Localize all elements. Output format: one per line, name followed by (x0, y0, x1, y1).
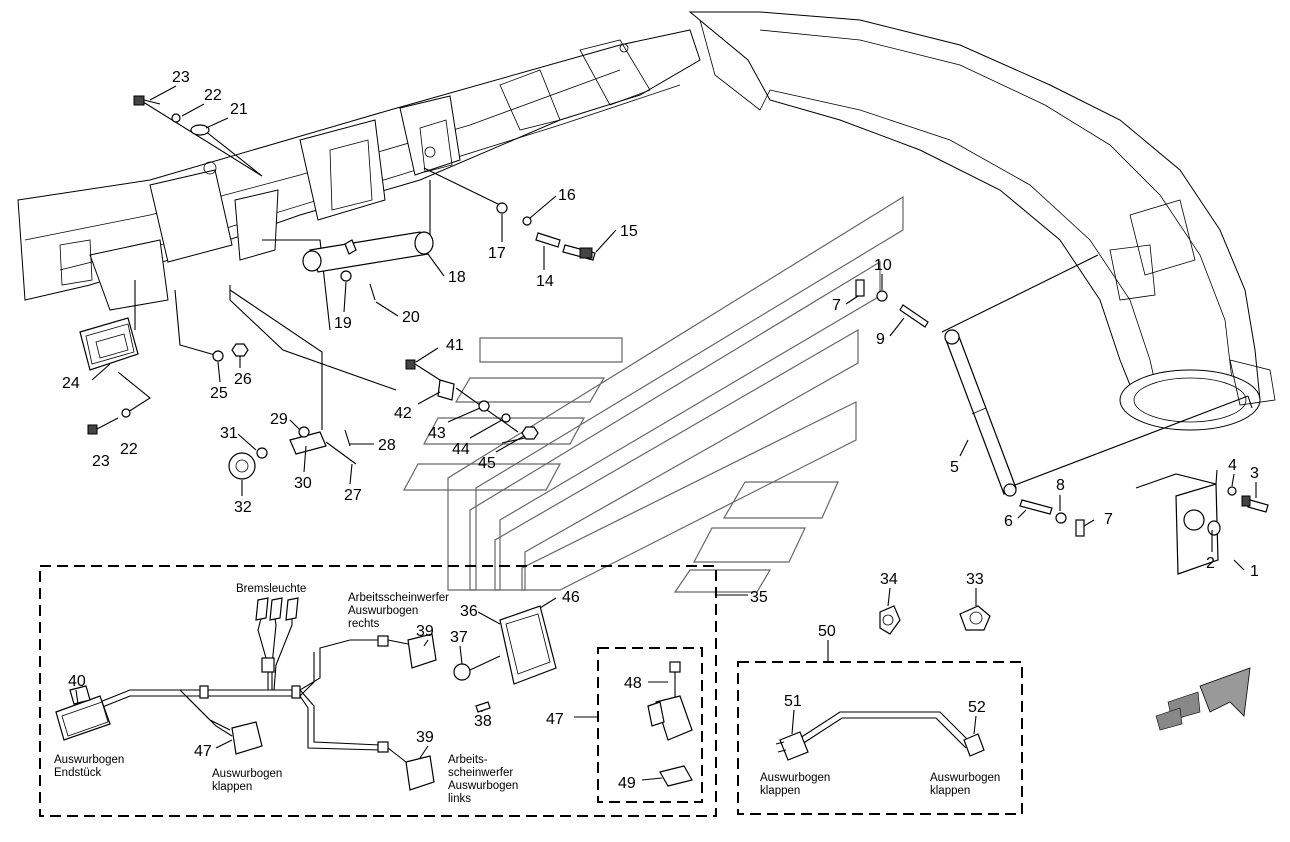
clamp-34 (879, 605, 901, 635)
callout-46: 46 (562, 589, 580, 606)
wiring-harness (55, 597, 437, 791)
callout-34: 34 (880, 571, 898, 588)
callout-42: 42 (394, 405, 412, 422)
callout-47b: 47 (546, 711, 564, 728)
label-bremsleuchte: Bremsleuchte (236, 583, 306, 595)
label-arbeit-rechts-1: Arbeitsscheinwerfer (348, 592, 449, 604)
label-klappen-51-2: klappen (760, 785, 800, 797)
label-arbeit-rechts-3: rechts (348, 618, 380, 630)
callout-2: 2 (1206, 555, 1215, 572)
label-arbeit-rechts-2: Auswurbogen (348, 605, 418, 617)
group-box-47 (597, 647, 703, 803)
callout-35: 35 (750, 589, 768, 606)
callout-29: 29 (270, 411, 288, 428)
callout-23b: 23 (92, 453, 110, 470)
callout-19: 19 (334, 315, 352, 332)
label-klappen-harness-1: Auswurbogen (212, 768, 282, 780)
chute-bow (688, 11, 1276, 431)
connector-47 (647, 661, 693, 787)
direction-arrow (1155, 667, 1251, 731)
callout-50: 50 (818, 623, 836, 640)
callout-numbers: 1 2 3 4 5 6 7 7 8 9 10 14 15 16 17 18 19… (62, 69, 1259, 792)
nut-25-26 (212, 343, 249, 362)
callout-39a: 39 (416, 623, 434, 640)
callout-49: 49 (618, 775, 636, 792)
callout-7a: 7 (832, 297, 841, 314)
text-labels: Bremsleuchte Arbeitsscheinwerfer Auswurb… (54, 583, 1000, 805)
callout-31: 31 (220, 425, 238, 442)
callout-38: 38 (474, 713, 492, 730)
cylinder-5 (855, 279, 1085, 537)
callout-27: 27 (344, 487, 362, 504)
bolt-23b-22b (87, 408, 131, 435)
group-box-50 (737, 661, 1023, 815)
callout-45: 45 (478, 455, 496, 472)
label-arbeit-links-3: Auswurbogen (448, 780, 518, 792)
chute-frame (17, 29, 701, 311)
callout-36: 36 (460, 603, 478, 620)
callout-3: 3 (1250, 465, 1259, 482)
bolt-23-22-21 (133, 95, 210, 136)
callout-33: 33 (966, 571, 984, 588)
callout-28: 28 (378, 437, 396, 454)
callout-24: 24 (62, 375, 80, 392)
callout-6: 6 (1004, 513, 1013, 530)
bracket-1 (1175, 483, 1269, 575)
pin-19-20 (340, 270, 376, 301)
callout-41: 41 (446, 337, 464, 354)
cable-50 (775, 711, 985, 761)
label-endstueck-1: Auswurbogen (54, 754, 124, 766)
callout-21: 21 (230, 101, 248, 118)
callout-23a: 23 (172, 69, 190, 86)
callout-52: 52 (968, 699, 986, 716)
callout-47a: 47 (194, 743, 212, 760)
callout-32: 32 (234, 499, 252, 516)
lamp-24 (79, 317, 139, 371)
leader-lines (117, 99, 1253, 511)
label-klappen-52-2: klappen (930, 785, 970, 797)
callout-14: 14 (536, 273, 554, 290)
callout-8: 8 (1056, 477, 1065, 494)
callout-43: 43 (428, 425, 446, 442)
callout-17: 17 (488, 245, 506, 262)
callout-37: 37 (450, 629, 468, 646)
callout-4: 4 (1228, 457, 1237, 474)
group-box-35 (39, 565, 717, 817)
callout-5: 5 (950, 459, 959, 476)
callout-7b: 7 (1104, 511, 1113, 528)
callout-22b: 22 (120, 441, 138, 458)
callout-40: 40 (68, 673, 86, 690)
callout-18: 18 (448, 269, 466, 286)
label-endstueck-2: Endstück (54, 767, 102, 779)
callout-15: 15 (620, 223, 638, 240)
callout-51: 51 (784, 693, 802, 710)
callout-20: 20 (402, 309, 420, 326)
callout-39b: 39 (416, 729, 434, 746)
callout-26: 26 (234, 371, 252, 388)
callout-16: 16 (558, 187, 576, 204)
callout-9: 9 (876, 331, 885, 348)
label-klappen-harness-2: klappen (212, 781, 252, 793)
label-arbeit-links-2: scheinwerfer (448, 767, 513, 779)
watermark-logo (402, 195, 904, 593)
callout-leaders (75, 85, 1257, 781)
label-arbeit-links-4: links (448, 793, 471, 805)
clamp-33 (959, 605, 991, 631)
label-klappen-52-1: Auswurbogen (930, 772, 1000, 784)
label-klappen-51-1: Auswurbogen (760, 772, 830, 784)
label-arbeit-links-1: Arbeits- (448, 754, 488, 766)
callout-10: 10 (874, 257, 892, 274)
callout-44: 44 (452, 441, 470, 458)
bracket-41-45 (405, 359, 539, 440)
callout-22a: 22 (204, 87, 222, 104)
pin-set-27-32 (228, 426, 357, 480)
callout-1: 1 (1250, 563, 1259, 580)
lamp-46 (453, 605, 557, 713)
callout-30: 30 (294, 475, 312, 492)
callout-25: 25 (210, 385, 228, 402)
callout-48: 48 (624, 675, 642, 692)
bolt-17-16-15-14 (496, 202, 596, 261)
cylinder-18 (302, 231, 434, 273)
